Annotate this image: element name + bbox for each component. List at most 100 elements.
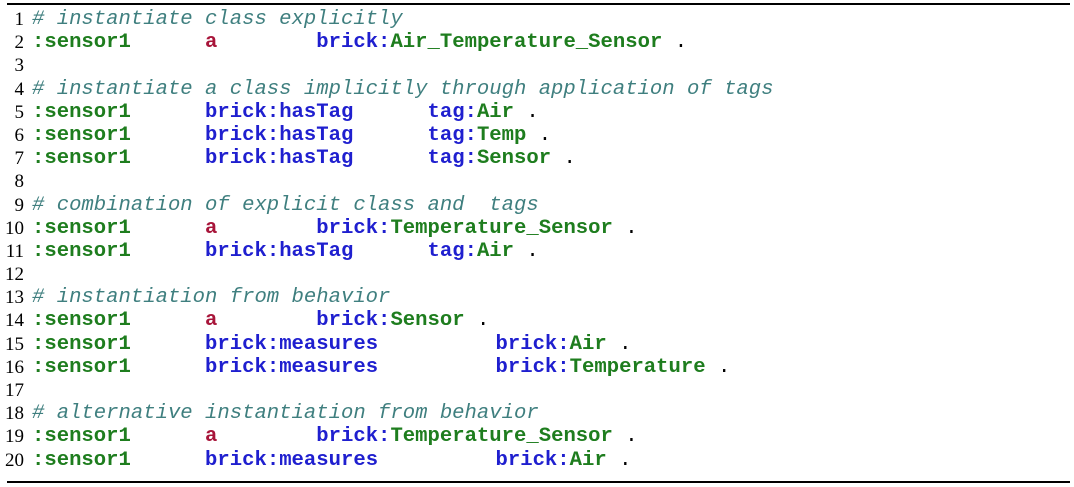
code-line: 9 # combination of explicit class and tag… (0, 194, 1074, 217)
subject-token: :sensor1 (32, 332, 131, 356)
subject-token: :sensor1 (32, 31, 131, 55)
line-number: 18 (5, 403, 24, 425)
object-token: Temperature_Sensor (390, 216, 613, 240)
predicate-prefix: brick: (205, 123, 280, 147)
line-number: 17 (5, 380, 24, 401)
object-token: Temp (476, 123, 527, 147)
predicate-token: hasTag (279, 147, 354, 171)
object-prefix: tag: (427, 123, 477, 147)
code-line: 17 (0, 379, 1074, 402)
code-comment: # combination of explicit class and tags (32, 193, 539, 217)
predicate-token: measures (279, 448, 379, 472)
predicate-prefix: brick: (205, 448, 280, 472)
object-prefix: brick: (316, 216, 391, 240)
line-number: 19 (5, 426, 24, 448)
predicate-token: measures (279, 332, 379, 356)
top-rule (7, 3, 1070, 5)
statement-end: . (619, 448, 632, 472)
code-line: 13 # instantiation from behavior (0, 286, 1074, 309)
statement-end: . (526, 239, 539, 263)
code-line: 2 :sensor1 a brick:Air_Temperature_Sensor. (0, 31, 1074, 54)
code-line: 1 # instantiate class explicitly (0, 8, 1074, 31)
line-code: # instantiate class explicitly (32, 8, 403, 31)
statement-end: . (625, 425, 638, 449)
line-code: # combination of explicit class and tags (32, 194, 539, 217)
subject-token: :sensor1 (32, 123, 131, 147)
object-prefix: brick: (316, 309, 391, 333)
code-listing: 1 # instantiate class explicitly 2 :sensor1… (0, 8, 1074, 472)
object-prefix: brick: (495, 355, 570, 379)
line-number: 11 (5, 240, 24, 262)
subject-token: :sensor1 (32, 239, 131, 263)
code-line: 8 (0, 170, 1074, 193)
line-number: 15 (5, 333, 24, 355)
predicate-token: hasTag (279, 239, 354, 263)
line-number: 16 (5, 356, 24, 378)
line-number: 20 (5, 449, 24, 471)
object-token: Air_Temperature_Sensor (390, 31, 663, 55)
subject-token: :sensor1 (32, 425, 131, 449)
object-token: Air (476, 100, 515, 124)
code-line: 18 # alternative instantiation from behav… (0, 402, 1074, 425)
line-number: 8 (14, 171, 25, 193)
predicate-prefix: brick: (205, 147, 280, 171)
code-comment: # instantiate class explicitly (32, 8, 403, 31)
code-line: 4 # instantiate a class implicitly throug… (0, 78, 1074, 101)
code-line: 12 (0, 263, 1074, 286)
statement-end: . (625, 216, 638, 240)
line-number: 9 (14, 194, 25, 216)
predicate-token: a (205, 425, 218, 449)
subject-token: :sensor1 (32, 448, 131, 472)
line-number: 14 (5, 310, 24, 332)
code-comment: # instantiate a class implicitly through… (32, 77, 774, 101)
line-number: 2 (14, 32, 25, 54)
statement-end: . (674, 31, 688, 55)
object-prefix: tag: (427, 147, 477, 171)
line-number: 13 (5, 287, 24, 309)
predicate-token: hasTag (279, 123, 354, 147)
object-prefix: brick: (316, 31, 391, 55)
code-line: 3 (0, 54, 1074, 77)
line-number: 7 (14, 148, 25, 170)
object-token: Air (569, 332, 607, 356)
statement-end: . (526, 100, 539, 124)
object-prefix: brick: (316, 425, 391, 449)
predicate-token: a (205, 216, 218, 240)
subject-token: :sensor1 (32, 355, 131, 379)
line-number: 10 (5, 217, 24, 239)
statement-end: . (476, 309, 490, 333)
predicate-prefix: brick: (205, 355, 280, 379)
line-number: 3 (14, 55, 25, 77)
subject-token: :sensor1 (32, 100, 131, 124)
code-comment: # alternative instantiation from behavio… (32, 402, 539, 426)
predicate-prefix: brick: (205, 332, 280, 356)
line-number: 6 (14, 124, 25, 146)
line-number: 1 (14, 9, 25, 30)
object-token: Air (569, 448, 607, 472)
code-comment: # instantiation from behavior (32, 286, 391, 310)
object-prefix: tag: (427, 100, 477, 124)
predicate-token: measures (279, 355, 379, 379)
predicate-token: a (205, 31, 218, 55)
line-number: 5 (14, 101, 25, 123)
object-token: Temperature (569, 355, 706, 379)
statement-end: . (619, 332, 632, 356)
bottom-rule (7, 481, 1070, 483)
predicate-prefix: brick: (205, 239, 280, 263)
line-code: # alternative instantiation from behavio… (32, 402, 539, 425)
line-number: 4 (14, 78, 25, 100)
statement-end: . (717, 355, 731, 379)
object-prefix: tag: (427, 239, 477, 263)
subject-token: :sensor1 (32, 309, 131, 333)
predicate-token: a (205, 309, 218, 333)
